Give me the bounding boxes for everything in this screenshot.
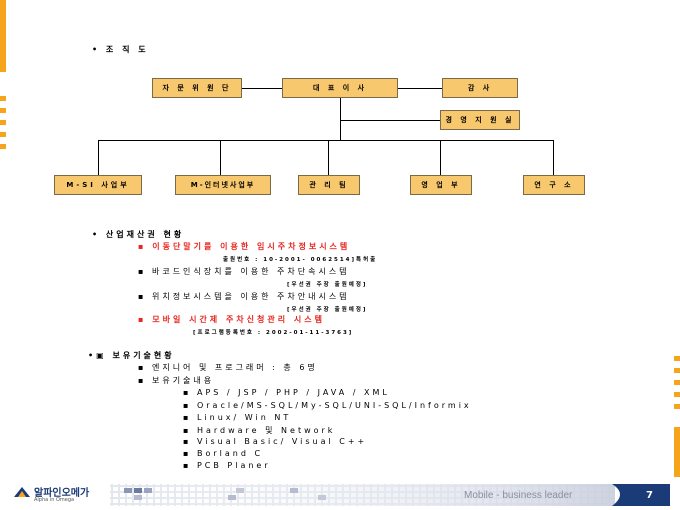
connector-line bbox=[242, 88, 282, 89]
logo-text: 알파인오메가 bbox=[34, 488, 90, 499]
bullet-icon: ▪ bbox=[138, 315, 147, 324]
bullet-icon: ▪ bbox=[138, 363, 147, 372]
right-accent-bar bbox=[674, 427, 680, 477]
tech-heading: •▣ 보유기술현황 bbox=[88, 351, 175, 360]
connector-line bbox=[440, 140, 441, 175]
bullet-icon: ▪ bbox=[183, 388, 197, 397]
slogan: Mobile - business leader bbox=[464, 490, 573, 501]
tech-list-item: ▪ Oracle/MS-SQL/My-SQL/UNI-SQL/Informix bbox=[183, 401, 472, 410]
logo-subtext: Alpha in Omega bbox=[34, 497, 75, 503]
page-number: 7 bbox=[646, 490, 653, 501]
ip-note: [우선권 주장 출원예정] bbox=[287, 282, 368, 288]
tech-engineers: ▪ 엔지니어 및 프로그래머 : 총 6명 bbox=[138, 363, 318, 372]
right-accent-square bbox=[674, 356, 680, 361]
connector-line bbox=[98, 140, 99, 175]
org-box-sales: 영 업 부 bbox=[410, 175, 472, 195]
bullet-icon: ▪ bbox=[138, 376, 147, 385]
left-accent-square bbox=[0, 144, 6, 149]
right-accent-square bbox=[674, 368, 680, 373]
bullet-icon: ▪ bbox=[138, 292, 147, 301]
bullet-icon: • bbox=[92, 230, 101, 239]
ip-item: ▪ 바코드인식장치를 이용한 주차단속시스템 bbox=[138, 267, 350, 276]
left-accent-square bbox=[0, 120, 6, 125]
ip-note: [우선권 주장 출원예정] bbox=[287, 307, 368, 313]
footer-background bbox=[110, 484, 670, 506]
bullet-icon: ▪ bbox=[183, 413, 197, 422]
org-box-auditor: 감 사 bbox=[442, 78, 518, 98]
bullet-icon: ▪ bbox=[183, 437, 197, 446]
bullet-icon: •▣ bbox=[88, 351, 107, 360]
org-box-board: 경 영 지 원 실 bbox=[440, 110, 520, 130]
section-title: • 조 직 도 bbox=[92, 45, 149, 54]
left-accent-bar bbox=[0, 0, 6, 72]
org-box-admin: 관 리 팀 bbox=[298, 175, 360, 195]
connector-line bbox=[328, 140, 329, 175]
ip-item: ▪ 이동단말기를 이용한 임시주차정보시스템 bbox=[138, 242, 351, 251]
footer: 알파인오메가 Alpha in Omega Mobile - business … bbox=[0, 480, 680, 510]
left-accent-square bbox=[0, 96, 6, 101]
right-accent-square bbox=[674, 392, 680, 397]
left-accent-square bbox=[0, 132, 6, 137]
ip-heading: • 산업재산권 현황 bbox=[92, 230, 185, 239]
connector-line bbox=[220, 140, 221, 175]
bullet-icon: ▪ bbox=[138, 267, 147, 276]
logo-icon bbox=[12, 484, 32, 498]
org-box-ceo: 대 표 이 사 bbox=[282, 78, 398, 98]
tech-list-item: ▪ APS / JSP / PHP / JAVA / XML bbox=[183, 388, 390, 397]
ip-note: [프로그램등록번호 : 2002-01-11-3763] bbox=[193, 330, 354, 336]
bullet-icon: ▪ bbox=[138, 242, 147, 251]
ip-note: 출원번호 : 10-2001- 0062514]특허출 bbox=[223, 257, 378, 263]
left-accent-square bbox=[0, 108, 6, 113]
tech-list-item: ▪ PCB Planer bbox=[183, 461, 271, 470]
tech-contents-label: ▪ 보유기술내용 bbox=[138, 376, 215, 385]
right-accent-square bbox=[674, 380, 680, 385]
tech-list-item: ▪ Hardware 및 Network bbox=[183, 426, 336, 435]
tech-list-item: ▪ Visual Basic/ Visual C++ bbox=[183, 437, 368, 446]
connector-line bbox=[398, 88, 442, 89]
org-box-rnd: 연 구 소 bbox=[523, 175, 585, 195]
tech-list-item: ▪ Linux/ Win NT bbox=[183, 413, 292, 422]
org-box-minternet: M-인터넷사업부 bbox=[175, 175, 271, 195]
org-box-msi: M-SI 사업부 bbox=[54, 175, 142, 195]
ip-item: ▪ 모바일 시간제 주차신청관리 시스템 bbox=[138, 315, 325, 324]
right-accent-square bbox=[674, 404, 680, 409]
bullet-icon: ▪ bbox=[183, 449, 197, 458]
connector-line bbox=[98, 140, 554, 141]
connector-line bbox=[340, 98, 341, 140]
bullet-icon: • bbox=[92, 45, 101, 54]
ip-item: ▪ 위치정보시스템을 이용한 주차안내시스템 bbox=[138, 292, 350, 301]
connector-line bbox=[340, 120, 440, 121]
tech-list-item: ▪ Borland C bbox=[183, 449, 264, 458]
bullet-icon: ▪ bbox=[183, 461, 197, 470]
bullet-icon: ▪ bbox=[183, 426, 197, 435]
org-box-advisory: 자 문 위 원 단 bbox=[152, 78, 242, 98]
bullet-icon: ▪ bbox=[183, 401, 197, 410]
connector-line bbox=[553, 140, 554, 175]
